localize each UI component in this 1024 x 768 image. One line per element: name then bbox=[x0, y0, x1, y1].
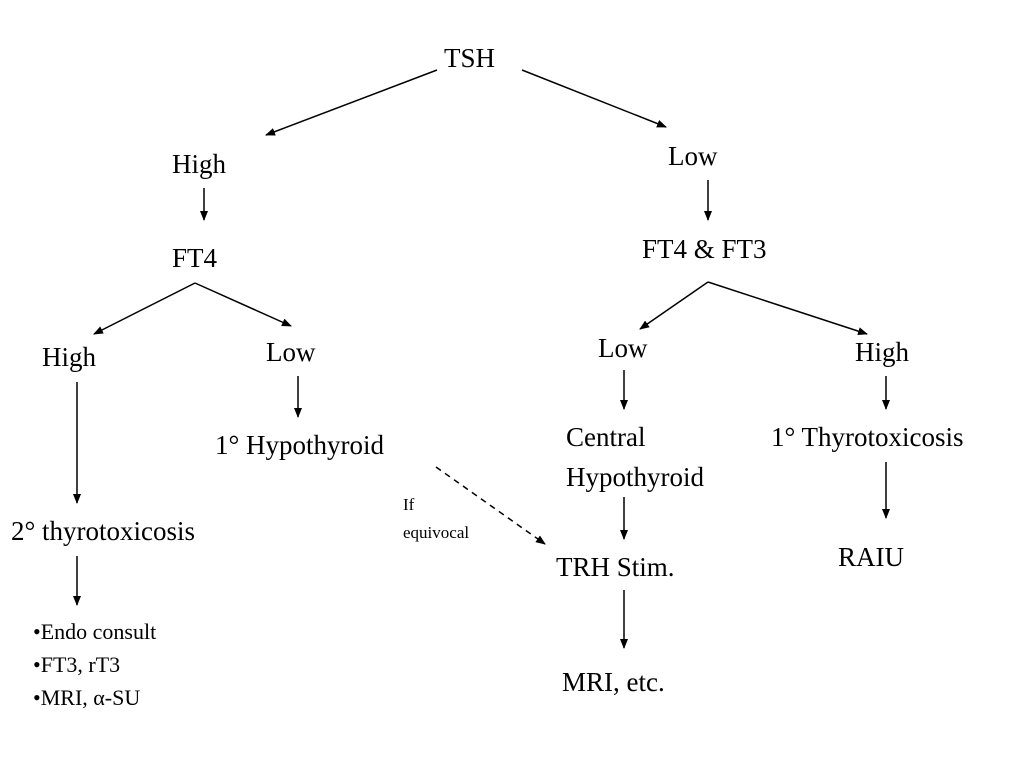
edge-ft4ft3-high bbox=[707, 281, 868, 336]
edge-ft4ft3-low bbox=[639, 281, 709, 330]
edge-1hypo-trh-dashed bbox=[435, 466, 546, 545]
node-ft4: FT4 bbox=[172, 243, 218, 273]
node-tsh-high: High bbox=[172, 149, 226, 179]
node-ft4ft3-low: Low bbox=[598, 333, 648, 363]
edge-ft4-low bbox=[194, 282, 292, 327]
edge-tsh-high bbox=[265, 69, 438, 136]
node-trh-stim: TRH Stim. bbox=[556, 552, 675, 582]
edge-ft4-high bbox=[93, 282, 196, 335]
node-tsh-low: Low bbox=[668, 141, 718, 171]
node-ft4-ft3: FT4 & FT3 bbox=[642, 234, 767, 264]
node-ft4-low: Low bbox=[266, 337, 316, 367]
step-mri-asu: •MRI, α-SU bbox=[33, 685, 141, 710]
label-if: If bbox=[403, 495, 415, 514]
node-central-line2: Hypothyroid bbox=[566, 462, 704, 492]
node-mri-etc: MRI, etc. bbox=[562, 667, 665, 697]
edge-tsh-low bbox=[521, 69, 667, 128]
label-equivocal: equivocal bbox=[403, 523, 470, 542]
node-central-line1: Central bbox=[566, 422, 646, 452]
node-raiu: RAIU bbox=[838, 542, 904, 572]
node-primary-thyrotoxicosis: 1° Thyrotoxicosis bbox=[771, 422, 964, 452]
node-ft4-high: High bbox=[42, 342, 96, 372]
step-ft3-rt3: •FT3, rT3 bbox=[33, 652, 121, 677]
node-primary-hypothyroid: 1° Hypothyroid bbox=[215, 430, 385, 460]
step-endo-consult: •Endo consult bbox=[33, 619, 157, 644]
node-ft4ft3-high: High bbox=[855, 337, 909, 367]
node-tsh: TSH bbox=[444, 43, 496, 73]
node-secondary-thyrotoxicosis: 2° thyrotoxicosis bbox=[11, 516, 196, 546]
